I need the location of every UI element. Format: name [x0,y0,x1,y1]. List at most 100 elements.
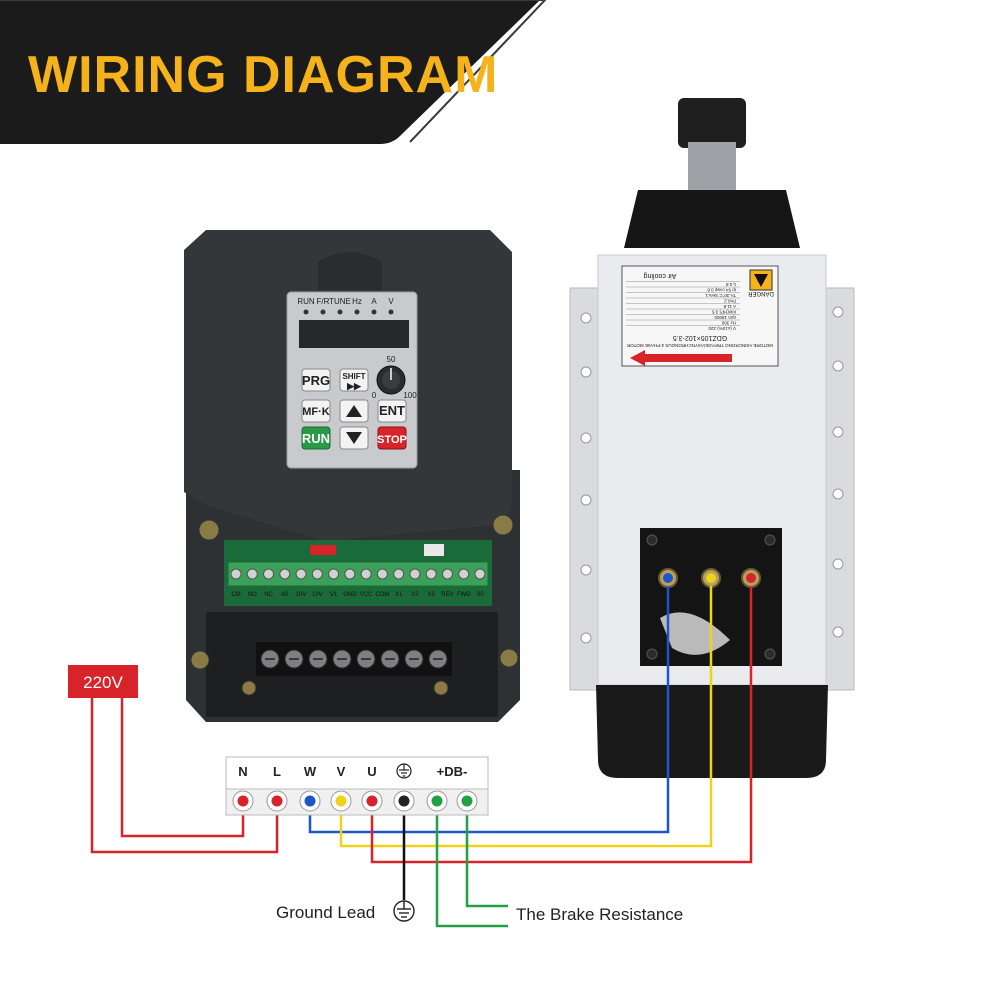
control-terminal-label: X2 [411,592,419,598]
speed-knob[interactable]: 50 0 100 [372,355,417,400]
box-bolt [764,648,776,660]
wire-w-blue [308,586,670,834]
terminal-label: W [304,764,317,779]
terminal-screw-color [237,795,249,807]
title-banner: WIRING DIAGRAM [0,0,547,144]
ground-icon [393,900,415,922]
terminal-label: U [367,764,376,779]
plate-spec-row: V (±10%) 220 [708,326,736,331]
dip-switch [310,545,336,555]
motor-nameplate: GDZ105×102-3.5 MOTORE ASINCRONO TRIFASE/… [621,265,779,367]
led-label: RUN [297,297,315,306]
terminal-screws [232,790,478,812]
control-terminal-screw[interactable] [344,568,356,580]
control-terminal-screw[interactable] [409,568,421,580]
terminal-screw-color [431,795,443,807]
collet-nut [678,98,746,148]
control-terminal-label: REV [441,592,453,598]
control-terminal-screw[interactable] [311,568,323,580]
run-key[interactable]: RUN [301,426,331,450]
ent-key-label: ENT [379,403,405,418]
prg-key[interactable]: PRG [301,368,331,392]
control-terminal-screw[interactable] [458,568,470,580]
terminal-label: N [238,764,247,779]
led-label: V [388,297,394,306]
led-display [299,320,409,348]
motor-post-color [746,573,756,583]
spindle-shaft [688,142,736,190]
up-arrow-icon [346,405,362,417]
flange-hole [580,312,592,324]
brake-resistance-label: The Brake Resistance [516,905,683,924]
control-terminal-screw[interactable] [393,568,405,580]
led-indicator: RUN [297,297,315,315]
motor-post-color [706,573,716,583]
control-terminal-screw[interactable] [328,568,340,580]
control-terminal-screw[interactable] [441,568,453,580]
control-terminal-label: FWD [457,592,471,598]
control-terminal-label: X1 [395,592,403,598]
ent-key[interactable]: ENT [377,399,407,423]
led-dot [320,309,326,315]
power-terminal-screws [260,649,448,669]
led-label: Hz [352,297,362,306]
flange-hole [832,360,844,372]
terminal-label: +DB- [437,764,468,779]
wire-brake-minus [465,806,508,908]
knob-scale-left: 0 [372,391,377,400]
terminal-screw-color [366,795,378,807]
down-key[interactable] [339,426,369,450]
plate-spec-row: TA.30°C Serv.1 [705,293,736,298]
control-terminal-screw[interactable] [425,568,437,580]
terminal-screw-color [304,795,316,807]
control-terminal-screw[interactable] [246,568,258,580]
led-dot [337,309,343,315]
wire-l-supply [90,698,279,854]
mfk-key-label: MF·K [302,406,330,418]
mount-screws [190,514,519,696]
rotation-arrow-icon [630,350,732,366]
box-bolt [764,534,776,546]
plate-spec-row: Hz 300 [721,321,736,326]
ground-terminal-icon [396,763,412,779]
board-connector [424,544,444,556]
wire-bundle [660,612,730,655]
prg-key-label: PRG [302,373,330,388]
control-terminal-screw[interactable] [360,568,372,580]
box-bolt [646,648,658,660]
plate-spec-row: KW(HP) 3.5 [711,310,736,315]
plate-spec-row: A 11.8 [723,304,736,309]
control-terminal-screw[interactable] [295,568,307,580]
mfk-key[interactable]: MF·K [301,399,331,423]
motor-wire-posts [658,568,761,588]
control-terminal-screw[interactable] [474,568,486,580]
flange-hole [580,366,592,378]
control-terminal-label: X3 [428,592,436,598]
terminal-box-bolts [646,534,776,660]
flange-hole [832,306,844,318]
led-indicator: F/R [317,297,330,315]
control-terminal-label: 10V [296,592,307,598]
control-terminal-label: NO [248,592,257,598]
shift-key[interactable]: SHIFT ▶▶ [339,368,369,392]
up-key[interactable] [339,399,369,423]
flange-hole [832,426,844,438]
terminal-screw-color [271,795,283,807]
led-indicator: Hz [352,297,362,315]
plate-model: GDZ105×102-3.5 [673,334,727,341]
wire-brake-plus [435,806,508,928]
control-terminal-screw[interactable] [376,568,388,580]
led-label: F/R [317,297,330,306]
control-terminal-screw[interactable] [279,568,291,580]
run-key-label: RUN [302,431,330,446]
control-terminal-screw[interactable] [230,568,242,580]
terminal-label: V [337,764,346,779]
led-dot [303,309,309,315]
flange-hole [832,488,844,500]
control-terminal-screw[interactable] [263,568,275,580]
stop-key[interactable]: STOP [377,426,407,450]
